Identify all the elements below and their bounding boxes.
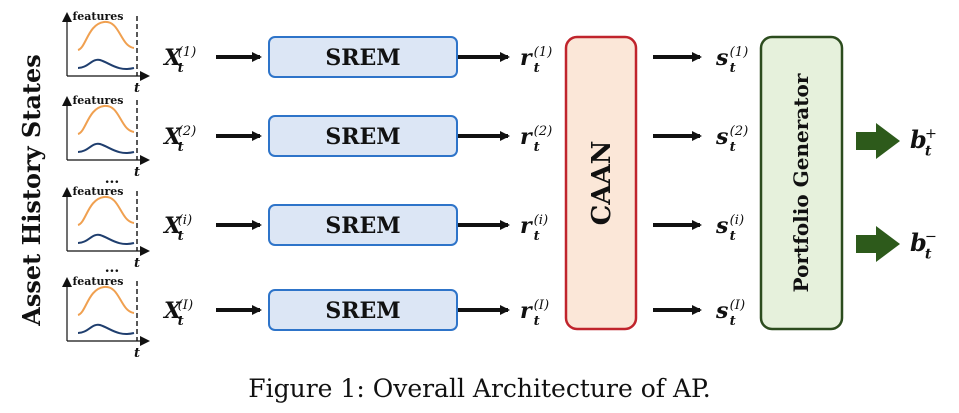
svg-text:s: s [715,124,728,150]
portfolio-generator-label: Portfolio Generator [789,73,813,292]
representation-symbol: r(2)t [520,124,552,155]
portfolio-generator-block [759,35,844,331]
svg-text:t: t [178,314,184,329]
history-ellipsis-2: ... [105,260,120,276]
svg-text:−: − [925,229,937,245]
svg-text:(2): (2) [730,124,749,139]
input-symbol: X(I)t [162,298,193,329]
output-minus-symbol: b−t [910,228,937,263]
svg-text:t: t [730,140,736,155]
history-chart: features t [62,10,150,96]
score-symbol: s(i)t [715,213,744,244]
svg-text:s: s [715,298,728,324]
svg-text:+: + [925,126,937,142]
figure-caption: Figure 1: Overall Architecture of AP. [248,374,711,403]
svg-text:(I): (I) [178,298,194,313]
features-label: features [73,10,124,23]
time-label: t [134,256,140,271]
time-label: t [134,81,140,96]
svg-text:X: X [162,298,182,324]
srem-block [268,289,458,331]
input-symbol: X(i)t [162,213,192,244]
caan-label: CAAN [587,141,617,226]
svg-text:(I): (I) [534,298,550,313]
representation-symbol: r(i)t [520,213,548,244]
svg-text:(I): (I) [730,298,746,313]
representation-symbol: r(1)t [520,45,552,76]
srem-label: SREM [325,124,400,150]
caan-block [564,35,638,331]
representation-symbol: r(I)t [520,298,549,329]
svg-text:(i): (i) [730,213,745,228]
svg-text:t: t [178,229,184,244]
output-arrow-minus [856,226,900,262]
srem-block [268,115,458,157]
svg-text:r: r [520,213,533,239]
srem-label: SREM [325,45,400,71]
svg-text:X: X [162,213,182,239]
svg-text:r: r [520,45,533,71]
score-symbol: s(1)t [715,45,748,76]
svg-text:t: t [534,229,540,244]
svg-text:(1): (1) [730,45,749,60]
svg-text:t: t [730,314,736,329]
output-arrow-plus [856,123,900,159]
svg-text:t: t [730,61,736,76]
svg-text:(2): (2) [178,124,197,139]
svg-text:t: t [925,143,932,160]
svg-text:t: t [178,61,184,76]
input-symbol: X(2)t [162,124,196,155]
svg-text:t: t [730,229,736,244]
srem-label: SREM [325,213,400,239]
asset-history-states-label: Asset History States [17,54,46,327]
svg-text:(1): (1) [534,45,553,60]
svg-text:b: b [910,125,927,154]
svg-text:t: t [534,61,540,76]
svg-text:t: t [925,246,932,263]
score-symbol: s(2)t [715,124,748,155]
svg-text:(i): (i) [534,213,549,228]
history-chart: features t [62,94,150,180]
svg-text:X: X [162,45,182,71]
output-plus-symbol: b+t [910,125,937,160]
score-symbol: s(I)t [715,298,745,329]
svg-text:t: t [534,314,540,329]
time-label: t [134,346,140,361]
svg-text:r: r [520,298,533,324]
history-ellipsis-1: ... [105,171,120,187]
svg-text:b: b [910,228,927,257]
svg-text:r: r [520,124,533,150]
time-label: t [134,165,140,180]
srem-block [268,36,458,78]
history-chart: features t [62,185,150,271]
svg-text:t: t [178,140,184,155]
svg-text:t: t [534,140,540,155]
features-label: features [73,275,124,288]
svg-text:s: s [715,213,728,239]
svg-text:(1): (1) [178,45,197,60]
srem-label: SREM [325,298,400,324]
srem-block [268,204,458,246]
history-chart: features t [62,275,150,361]
svg-text:X: X [162,124,182,150]
features-label: features [73,94,124,107]
svg-text:(2): (2) [534,124,553,139]
svg-text:(i): (i) [178,213,193,228]
features-label: features [73,185,124,198]
svg-text:s: s [715,45,728,71]
input-symbol: X(1)t [162,45,196,76]
